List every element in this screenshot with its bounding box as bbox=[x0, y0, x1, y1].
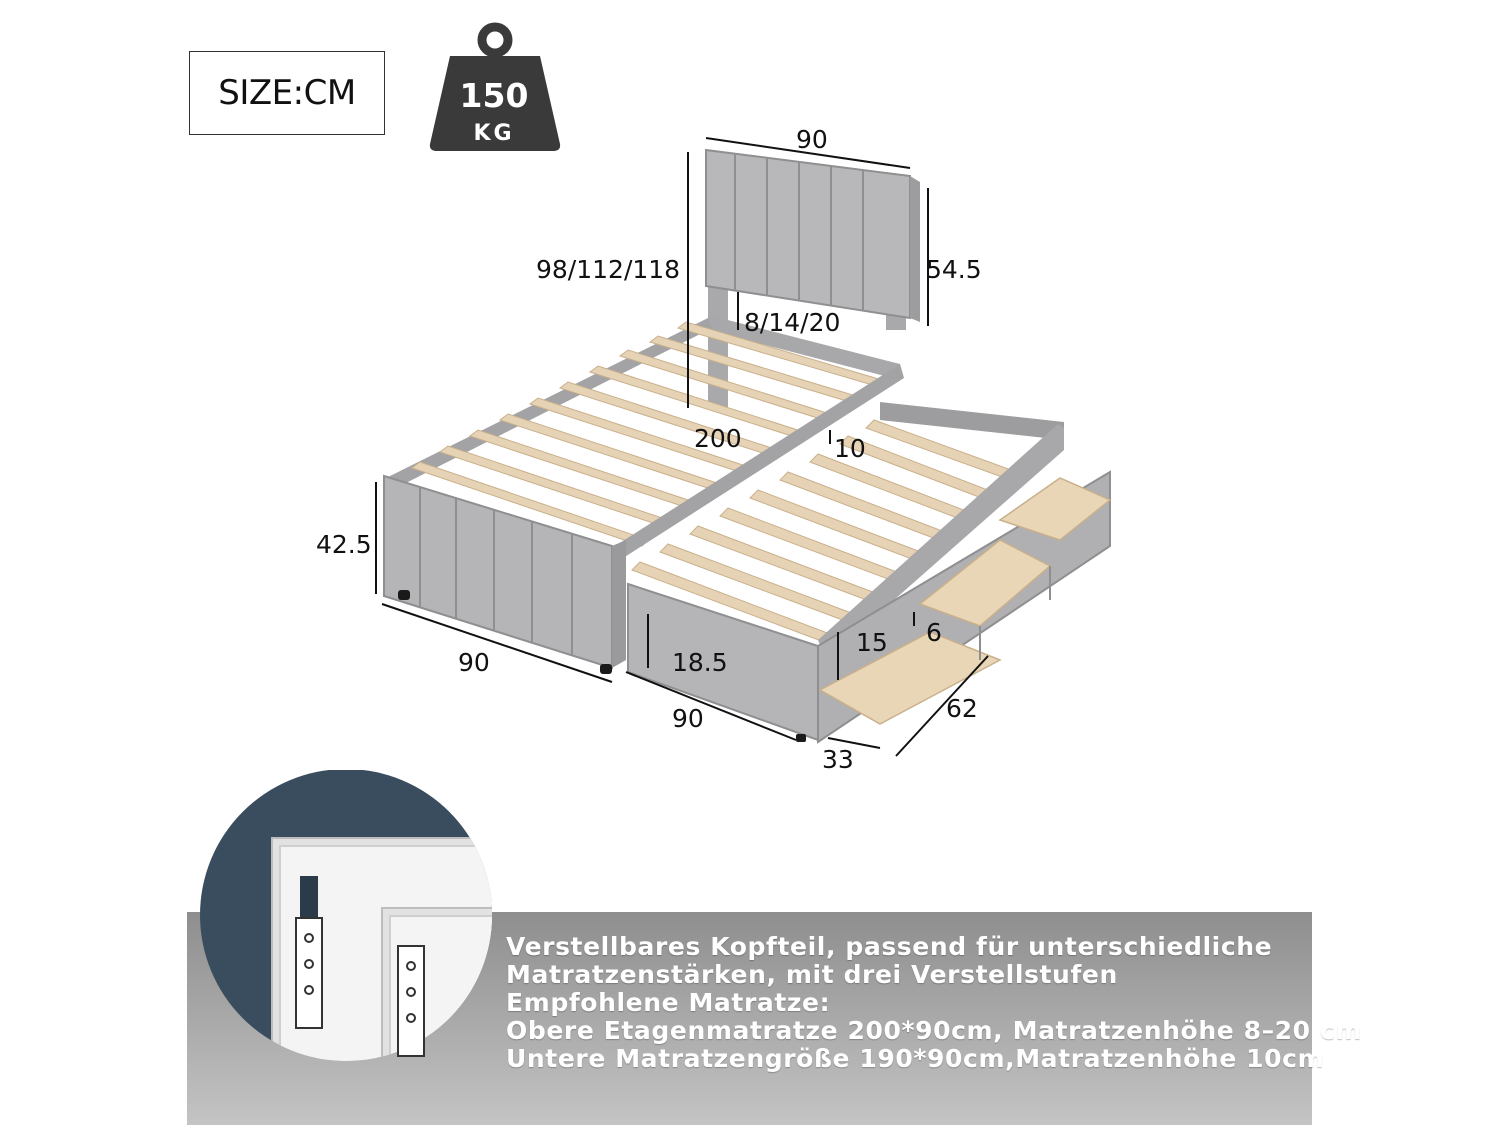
bed-illustration bbox=[375, 137, 1112, 757]
trundle-slats bbox=[631, 419, 1023, 643]
bed-height-label: 42.5 bbox=[316, 530, 372, 559]
headboard-height-label: 54.5 bbox=[926, 255, 982, 284]
headboard-adjustment-detail bbox=[200, 770, 492, 1061]
trundle-drawers bbox=[796, 470, 1112, 744]
info-line-lower-mattress: Untere Matratzengröße 190*90cm,Matratzen… bbox=[506, 1044, 1325, 1073]
trundle-gap-label: 10 bbox=[834, 434, 866, 463]
bed-width-label: 90 bbox=[458, 648, 490, 677]
upper-slats bbox=[410, 321, 883, 547]
weight-capacity-unit: KG bbox=[473, 121, 515, 146]
headboard-adjust-label: 8/14/20 bbox=[744, 308, 841, 337]
trundle-side-rail bbox=[818, 424, 1064, 660]
headboard-width-label: 90 bbox=[796, 125, 828, 154]
drawer-inner-height-label: 6 bbox=[926, 618, 942, 647]
info-line-upper-mattress: Obere Etagenmatratze 200*90cm, Matratzen… bbox=[506, 1016, 1363, 1045]
frame-right-rail bbox=[612, 364, 904, 560]
drawer-depth-label: 62 bbox=[946, 694, 978, 723]
drawer-height-label: 15 bbox=[856, 628, 888, 657]
size-unit-label: SIZE:CM bbox=[189, 51, 385, 135]
info-line-recommended-mattress: Empfohlene Matratze: bbox=[506, 988, 831, 1017]
weight-capacity-value: 150 bbox=[459, 76, 529, 115]
trundle-width-label: 90 bbox=[672, 704, 704, 733]
trundle-back-rail bbox=[880, 402, 1064, 440]
total-height-label: 98/112/118 bbox=[536, 255, 681, 284]
headboard-panel bbox=[705, 148, 920, 322]
dimension-arrows bbox=[375, 137, 989, 757]
bed-length-label: 200 bbox=[694, 424, 742, 453]
info-text: Verstellbares Kopfteil, passend für unte… bbox=[506, 932, 1363, 1073]
info-line-adjustable-headboard: Verstellbares Kopfteil, passend für unte… bbox=[506, 932, 1273, 961]
footboard bbox=[383, 474, 626, 674]
frame-back-rail bbox=[708, 315, 900, 380]
weight-icon bbox=[429, 22, 561, 151]
drawer-width-label: 33 bbox=[822, 745, 854, 774]
trundle-height-label: 18.5 bbox=[672, 648, 728, 677]
info-line-adjustment-levels: Matratzenstärken, mit drei Verstellstufe… bbox=[506, 960, 1118, 989]
